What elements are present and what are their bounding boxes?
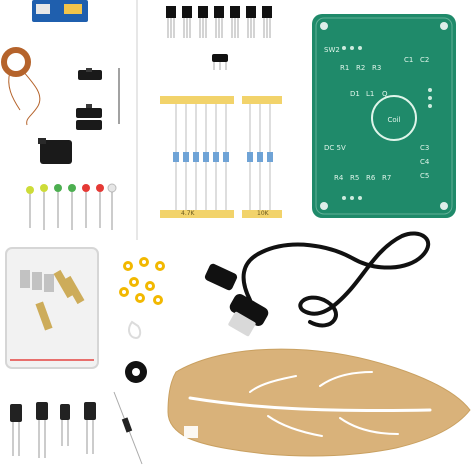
pcb-label-r7: R7 bbox=[382, 174, 391, 182]
pcb-label-dc5v: DC 5V bbox=[324, 144, 346, 152]
dc-jack bbox=[38, 138, 72, 164]
diode bbox=[113, 391, 143, 465]
resistor-group-right bbox=[247, 104, 273, 210]
blue-switch-module bbox=[32, 0, 88, 22]
pcb-label-c5: C5 bbox=[420, 172, 429, 180]
capacitors bbox=[10, 402, 96, 458]
pcb-label-c3: C3 bbox=[420, 144, 429, 152]
right-tape-label: 10K bbox=[257, 210, 270, 217]
pcb-label-coil: Coil bbox=[387, 116, 400, 124]
pcb-board: Coil SW2 DC 5V R1 R2 R3 C1 C2 R4 R5 R6 R… bbox=[312, 14, 456, 218]
pcb-label-sw2: SW2 bbox=[324, 46, 340, 54]
copper-coil bbox=[1, 47, 41, 126]
tiny-switch bbox=[212, 54, 228, 70]
pcb-label-q: Q bbox=[382, 90, 388, 98]
pcb-label-l1: L1 bbox=[366, 90, 374, 98]
slide-switches bbox=[76, 68, 102, 130]
pcb-label-d1: D1 bbox=[350, 90, 360, 98]
led-row bbox=[26, 183, 117, 230]
usb-cable bbox=[204, 231, 431, 337]
pcb-label-r3: R3 bbox=[372, 64, 381, 72]
pcb-label-r2: R2 bbox=[356, 64, 365, 72]
pcb-label-c2: C2 bbox=[420, 56, 429, 64]
leaf-panel bbox=[167, 348, 471, 457]
pcb-label-c4: C4 bbox=[420, 158, 430, 166]
resistor-tapes: 4.7K 10K bbox=[160, 96, 282, 218]
hardware-bag bbox=[5, 247, 99, 369]
rubber-ring bbox=[125, 361, 147, 383]
pcb-label-r5: R5 bbox=[350, 174, 359, 182]
washers bbox=[119, 257, 165, 305]
pcb-label-r1: R1 bbox=[340, 64, 349, 72]
pcb-label-r4: R4 bbox=[334, 174, 344, 182]
pcb-label-r6: R6 bbox=[366, 174, 376, 182]
left-tape-label: 4.7K bbox=[181, 210, 196, 217]
pcb-label-c1: C1 bbox=[404, 56, 413, 64]
clear-clip bbox=[128, 320, 142, 340]
resistor-group-left bbox=[173, 104, 229, 210]
transistors bbox=[166, 6, 272, 38]
